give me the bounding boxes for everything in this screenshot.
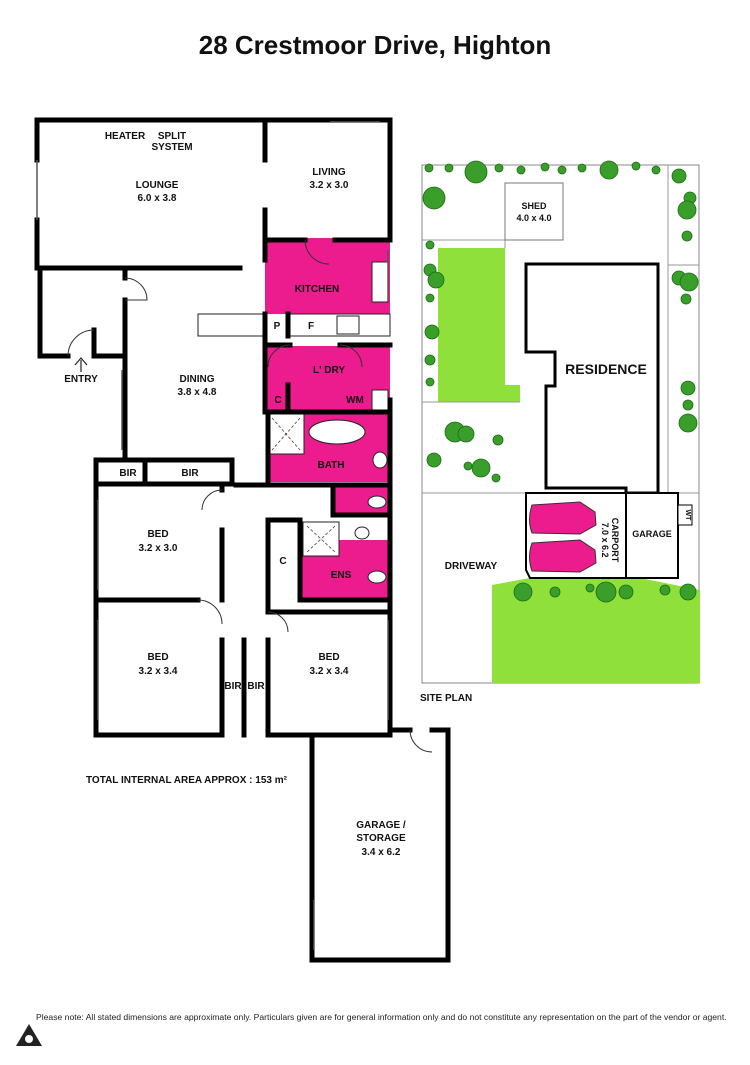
ens-cupboard-label: C xyxy=(279,556,286,567)
pantry-label: P xyxy=(274,321,281,332)
dining-name: DINING xyxy=(180,374,215,385)
lawn-front xyxy=(492,578,700,683)
site-garage xyxy=(625,492,679,579)
bir-label-b: BIR xyxy=(181,468,199,479)
lounge-dims: 6.0 x 3.8 xyxy=(138,193,177,204)
carport-name: CARPORT xyxy=(610,518,620,563)
laundry-name: L' DRY xyxy=(313,365,345,376)
kitchen-fill xyxy=(265,238,390,314)
site-plan: SHED 4.0 x 4.0 RESIDENCE GARAGE WT CARPO… xyxy=(421,160,700,684)
logo-icon xyxy=(16,1024,42,1046)
garage-storage-name1: GARAGE / xyxy=(356,820,406,831)
disclaimer: Please note: All stated dimensions are a… xyxy=(36,1012,727,1022)
living-name: LIVING xyxy=(312,167,346,178)
water-tank xyxy=(677,504,693,526)
residence-label: RESIDENCE xyxy=(565,361,647,377)
kitchen-island xyxy=(197,313,267,337)
fridge-label: F xyxy=(308,321,314,332)
kitchen-sink xyxy=(371,261,389,303)
wm-label: WM xyxy=(346,395,364,406)
bath-name: BATH xyxy=(317,460,344,471)
lawn-rear xyxy=(438,248,520,402)
laundry-cupboard-label: C xyxy=(274,395,281,406)
car-2 xyxy=(529,539,597,573)
site-plan-label: SITE PLAN xyxy=(420,693,473,704)
total-area-label: TOTAL INTERNAL AREA APPROX : 153 m² xyxy=(86,775,287,786)
ens-toilet xyxy=(367,570,387,584)
shed xyxy=(504,182,564,241)
dining-dims: 3.8 x 4.8 xyxy=(178,387,217,398)
split-label: SPLIT xyxy=(158,131,186,142)
living-dims: 3.2 x 3.0 xyxy=(310,180,349,191)
cars xyxy=(529,501,597,573)
lounge-name: LOUNGE xyxy=(136,180,179,191)
bed2-dims: 3.2 x 3.4 xyxy=(139,666,178,677)
wt-label: WT xyxy=(684,510,691,522)
page-title: 28 Crestmoor Drive, Highton xyxy=(198,30,552,60)
bir-label-d: BIR xyxy=(247,681,265,692)
entry-label: ENTRY xyxy=(64,374,98,385)
bed1-name: BED xyxy=(147,529,168,540)
bathtub xyxy=(308,419,366,445)
residence xyxy=(524,262,660,495)
bed3-name: BED xyxy=(318,652,339,663)
toilet xyxy=(367,495,387,509)
garage-storage-name2: STORAGE xyxy=(356,833,406,844)
kitchen-name: KITCHEN xyxy=(295,284,339,295)
shed-name: SHED xyxy=(521,201,547,211)
bed3-dims: 3.2 x 3.4 xyxy=(310,666,349,677)
laundry-fill xyxy=(265,346,390,412)
bir-label-a: BIR xyxy=(119,468,137,479)
trees xyxy=(422,160,699,603)
laundry-tub xyxy=(371,389,389,411)
system-label: SYSTEM xyxy=(151,142,192,153)
walls xyxy=(34,117,451,963)
basin xyxy=(372,451,388,469)
ensuite-name: ENS xyxy=(331,570,352,581)
bed2-name: BED xyxy=(147,652,168,663)
heater-label: HEATER xyxy=(105,131,146,142)
entry-arrow-icon xyxy=(74,357,88,372)
garage-storage-dims: 3.4 x 6.2 xyxy=(362,847,401,858)
car-1 xyxy=(529,501,597,535)
carport-dims: 7.0 x 6.2 xyxy=(600,522,610,557)
cooktop xyxy=(336,315,360,335)
bir-label-c: BIR xyxy=(224,681,242,692)
site-garage-label: GARAGE xyxy=(632,529,672,539)
bed1-dims: 3.2 x 3.0 xyxy=(139,543,178,554)
ens-basin xyxy=(354,526,370,540)
shed-dims: 4.0 x 4.0 xyxy=(516,213,551,223)
driveway-label: DRIVEWAY xyxy=(445,561,498,572)
